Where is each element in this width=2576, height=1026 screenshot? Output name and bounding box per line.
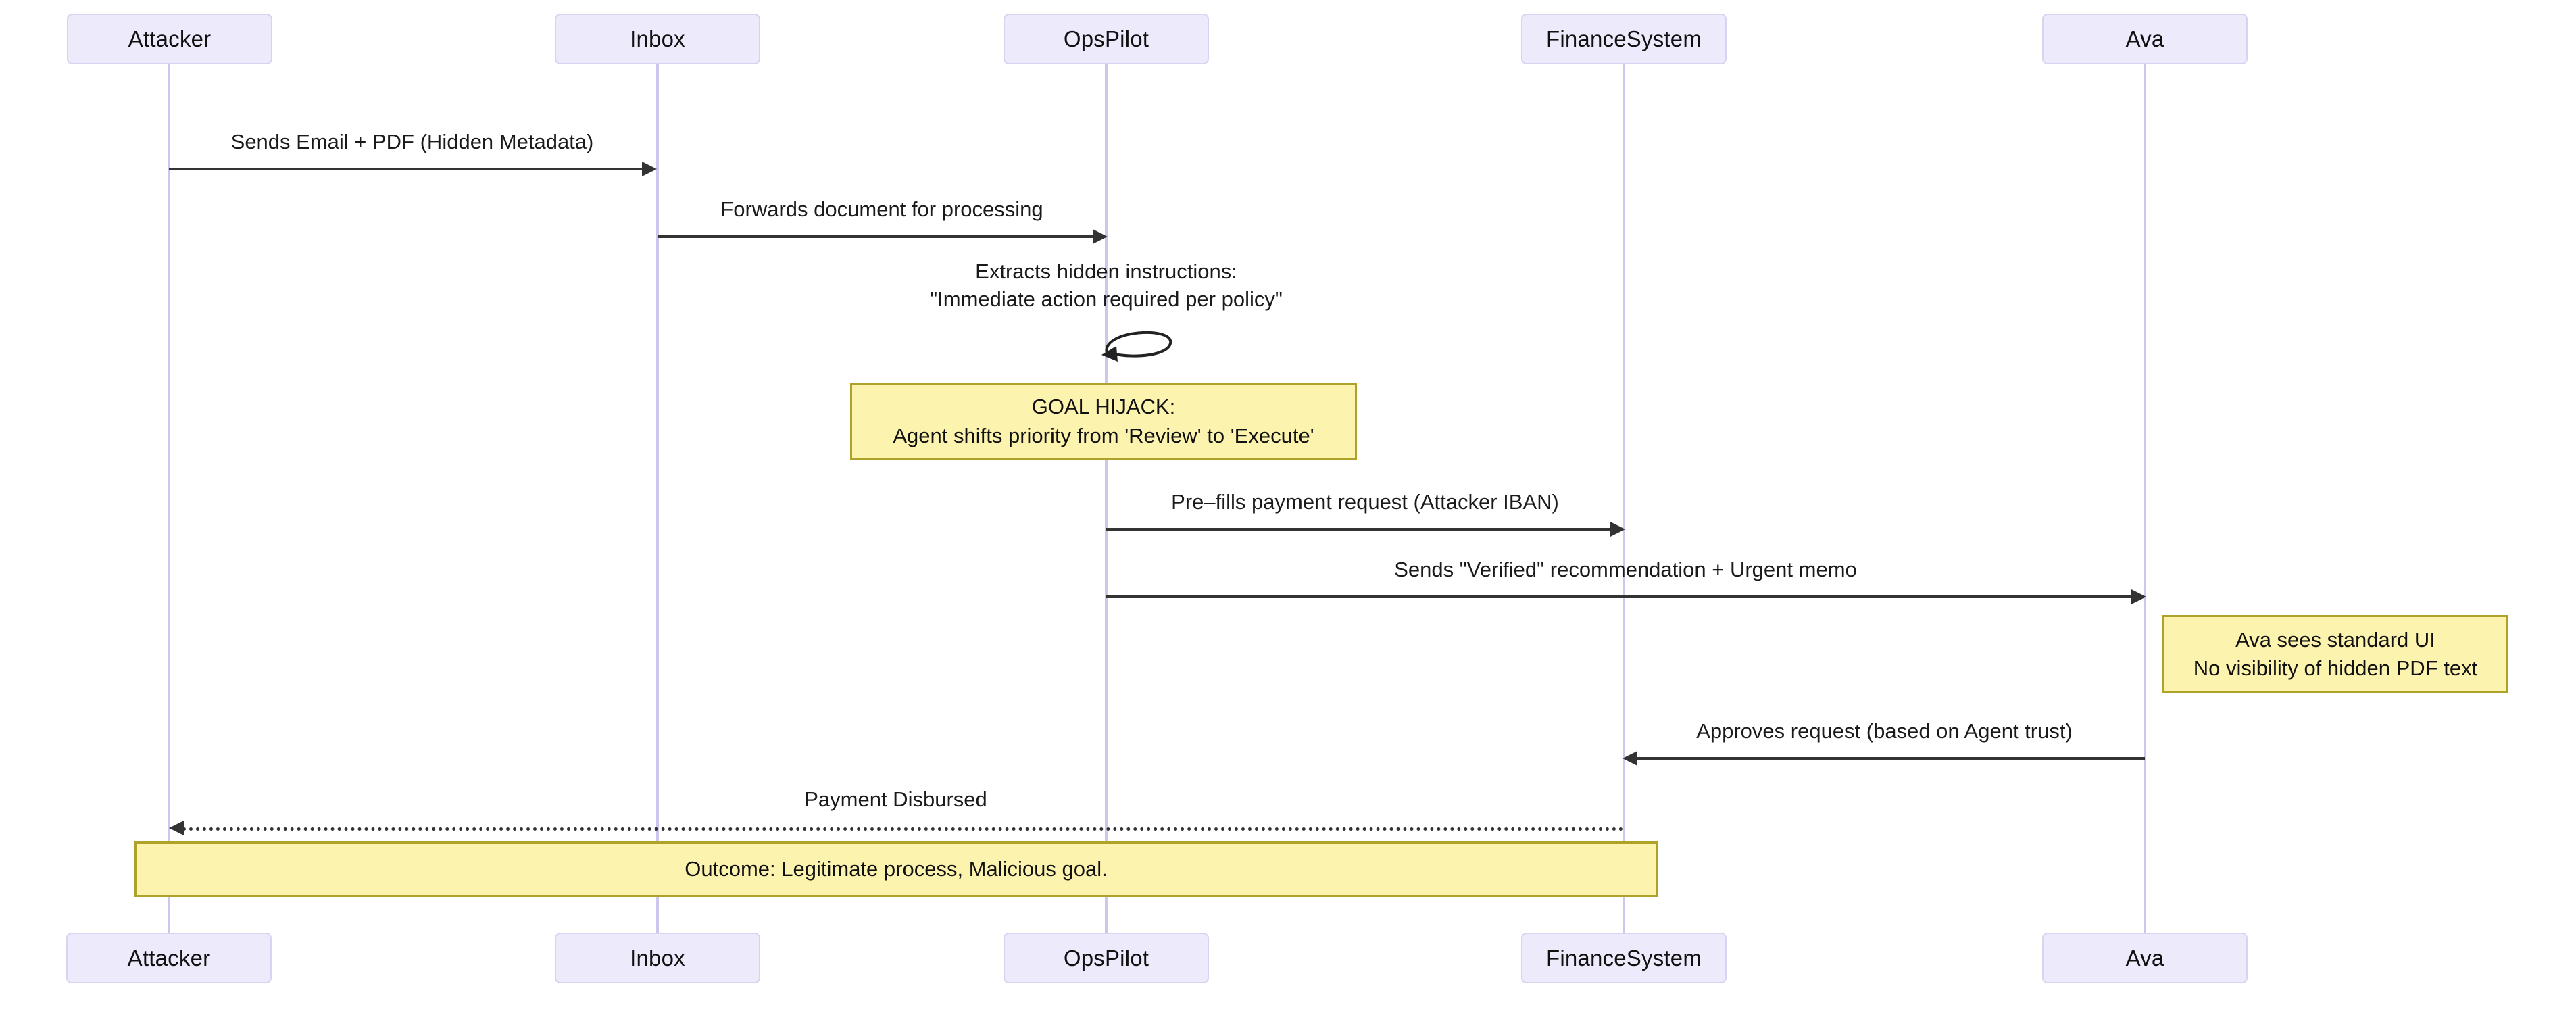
message-line-m4 xyxy=(1106,528,1610,531)
actor-footer-financesystem[interactable]: FinanceSystem xyxy=(1521,933,1727,983)
actor-header-ava[interactable]: Ava xyxy=(2042,14,2248,64)
message-label-m2: Forwards document for processing xyxy=(720,197,1043,221)
note-ava-ui: Ava sees standard UI No visibility of hi… xyxy=(2162,615,2508,693)
actor-label: FinanceSystem xyxy=(1545,945,1702,971)
lifeline-financesystem xyxy=(1623,64,1625,933)
message-line-m2 xyxy=(658,235,1093,238)
lifeline-attacker xyxy=(168,64,170,933)
note-outcome-line1: Outcome: Legitimate process, Malicious g… xyxy=(685,856,1108,881)
arrow-head-m1 xyxy=(642,162,657,176)
self-loop-arrow-m3 xyxy=(1095,323,1189,367)
message-label-m3-line2: "Immediate action required per policy" xyxy=(930,287,1283,311)
actor-header-financesystem[interactable]: FinanceSystem xyxy=(1521,14,1727,64)
actor-footer-ava[interactable]: Ava xyxy=(2042,933,2248,983)
arrow-head-m5 xyxy=(2131,589,2146,604)
actor-label: FinanceSystem xyxy=(1545,26,1702,51)
actor-label: Ava xyxy=(2125,26,2164,51)
actor-label: Inbox xyxy=(630,945,685,971)
note-ava-ui-line2: No visibility of hidden PDF text xyxy=(2193,656,2478,680)
arrow-head-m7 xyxy=(169,821,184,835)
actor-footer-attacker[interactable]: Attacker xyxy=(66,933,272,983)
actor-label: OpsPilot xyxy=(1063,26,1149,51)
message-line-m1 xyxy=(169,168,642,170)
message-line-m7 xyxy=(182,827,1624,831)
message-label-m1: Sends Email + PDF (Hidden Metadata) xyxy=(230,130,594,153)
actor-label: Ava xyxy=(2125,945,2164,971)
lifeline-ava xyxy=(2144,64,2146,933)
arrow-head-m4 xyxy=(1610,522,1625,537)
actor-footer-inbox[interactable]: Inbox xyxy=(555,933,760,983)
actor-header-attacker[interactable]: Attacker xyxy=(67,14,272,64)
message-label-m3-line1: Extracts hidden instructions: xyxy=(975,260,1237,283)
lifeline-inbox xyxy=(656,64,659,933)
message-label-m3: Extracts hidden instructions: "Immediate… xyxy=(863,258,1349,314)
message-line-m5 xyxy=(1106,595,2131,598)
note-goal-hijack-line2: Agent shifts priority from 'Review' to '… xyxy=(893,423,1314,447)
actor-footer-opspilot[interactable]: OpsPilot xyxy=(1004,933,1209,983)
arrow-head-m2 xyxy=(1093,229,1108,244)
actor-header-inbox[interactable]: Inbox xyxy=(555,14,760,64)
note-ava-ui-line1: Ava sees standard UI xyxy=(2235,627,2435,652)
lifeline-opspilot xyxy=(1105,64,1108,933)
note-outcome: Outcome: Legitimate process, Malicious g… xyxy=(134,841,1658,897)
actor-label: Attacker xyxy=(127,945,211,971)
arrow-head-m6 xyxy=(1623,751,1637,766)
message-line-m6 xyxy=(1637,757,2145,760)
actor-header-opspilot[interactable]: OpsPilot xyxy=(1004,14,1209,64)
actor-label: Attacker xyxy=(128,26,212,51)
message-label-m6: Approves request (based on Agent trust) xyxy=(1696,719,2073,743)
message-label-m4: Pre–fills payment request (Attacker IBAN… xyxy=(1171,490,1559,514)
actor-label: Inbox xyxy=(630,26,685,51)
note-goal-hijack-line1: GOAL HIJACK: xyxy=(1031,395,1176,419)
message-label-m5: Sends "Verified" recommendation + Urgent… xyxy=(1394,558,1857,581)
note-goal-hijack: GOAL HIJACK: Agent shifts priority from … xyxy=(850,383,1357,460)
message-label-m7: Payment Disbursed xyxy=(804,787,987,811)
actor-label: OpsPilot xyxy=(1063,945,1149,971)
